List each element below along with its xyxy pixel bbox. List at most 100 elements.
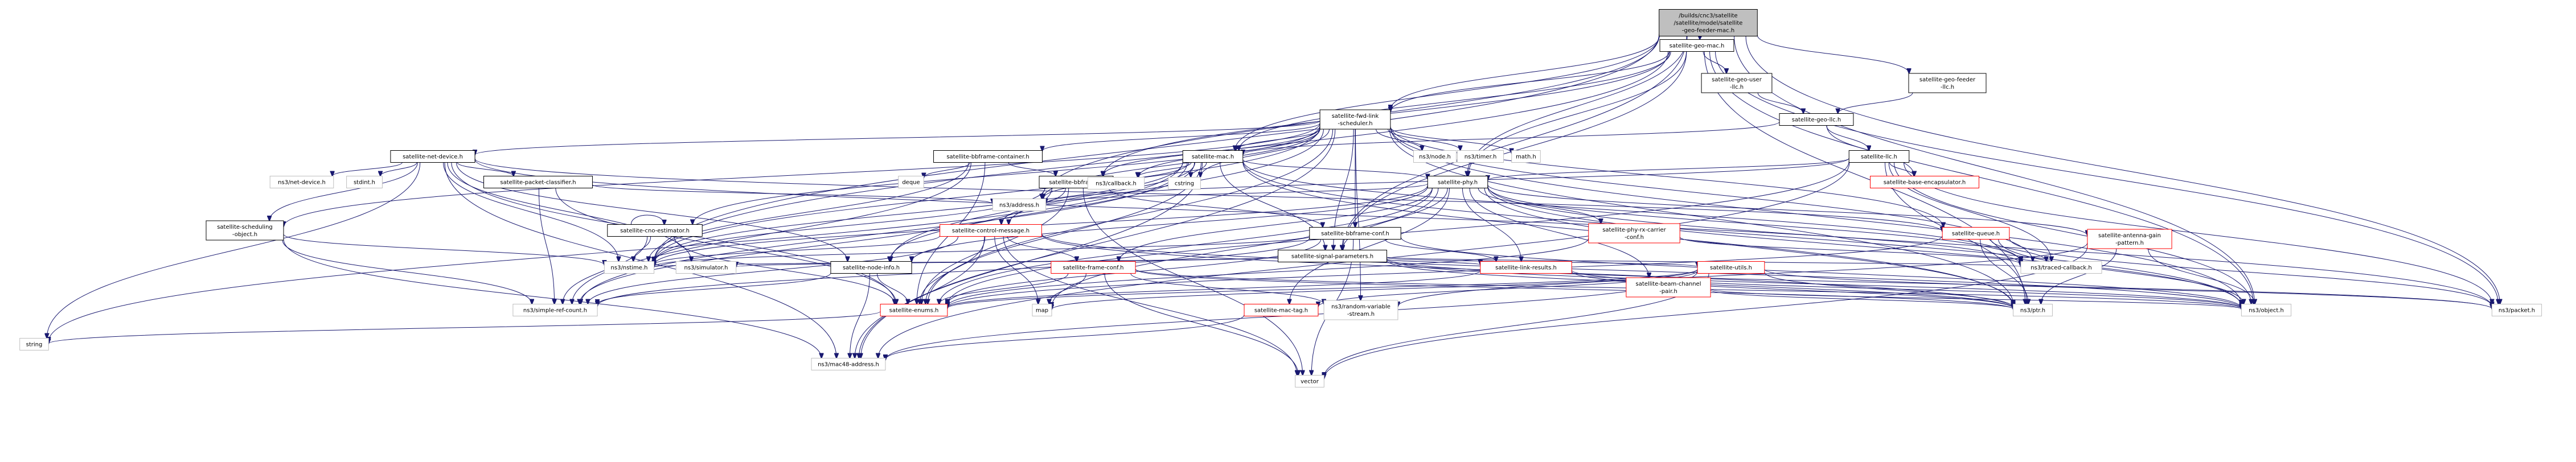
node-label: -scheduler.h — [1338, 121, 1372, 127]
node-fwd[interactable]: satellite-fwd-link-scheduler.h — [1319, 109, 1391, 130]
edge-geollc-to-llc — [1826, 125, 1869, 151]
edge-geouser-to-geollc — [1757, 92, 1803, 114]
edge-ctrlmsg-to-map — [994, 236, 1039, 304]
node-netdev[interactable]: satellite-net-device.h — [390, 150, 475, 163]
node-label: satellite-mac-tag.h — [1254, 308, 1308, 314]
node-nodeinfo[interactable]: satellite-node-info.h — [830, 261, 912, 274]
edge-mac-to-nscallback — [1138, 162, 1192, 178]
node-utils[interactable]: satellite-utils.h — [1697, 261, 1765, 274]
edge-phy-to-enums — [940, 188, 1433, 304]
node-box — [2020, 261, 2102, 274]
node-label: satellite-bbframe-conf.h — [1321, 231, 1389, 237]
node-frameconf[interactable]: satellite-frame-conf.h — [1051, 261, 1136, 274]
node-label: satellite-geo-mac.h — [1670, 43, 1725, 50]
node-sigparams[interactable]: satellite-signal-parameters.h — [1278, 250, 1387, 262]
edge-geofeederllc-to-geollc — [1838, 92, 1913, 114]
node-geomac[interactable]: satellite-geo-mac.h — [1659, 39, 1734, 52]
node-box — [2491, 304, 2542, 316]
node-nstimer[interactable]: ns3/timer.h — [1457, 150, 1504, 163]
node-nsptr[interactable]: ns3/ptr.h — [2013, 304, 2053, 316]
node-nssim[interactable]: ns3/simulator.h — [675, 261, 737, 274]
node-linkres[interactable]: satellite-link-results.h — [1480, 261, 1572, 274]
node-box — [390, 150, 475, 163]
node-nssimpleref[interactable]: ns3/simple-ref-count.h — [512, 304, 598, 316]
edge-pktclass-to-nsaddress — [592, 184, 992, 204]
node-queue[interactable]: satellite-queue.h — [1942, 227, 2010, 240]
edge-ctrlmsg-to-nsnstime — [654, 235, 941, 265]
node-label: satellite-frame-conf.h — [1063, 265, 1124, 271]
node-box — [1848, 150, 1910, 163]
node-phy[interactable]: satellite-phy.h — [1427, 176, 1488, 188]
node-pktclass[interactable]: satellite-packet-classifier.h — [483, 176, 593, 188]
edge-bbcont-to-nsnstime — [649, 162, 969, 262]
node-nsmac48[interactable]: ns3/mac48-address.h — [811, 358, 886, 370]
node-mac[interactable]: satellite-mac.h — [1182, 150, 1244, 163]
edge-mac-to-string — [48, 161, 1183, 342]
edge-fwd-to-cno — [692, 125, 1320, 225]
edge-sigparams-to-nsnstime — [654, 257, 1279, 267]
node-math[interactable]: math.h — [1511, 150, 1541, 163]
node-cno[interactable]: satellite-cno-estimator.h — [607, 224, 703, 237]
node-antenna[interactable]: satellite-antenna-gain-pattern.h — [2087, 229, 2172, 249]
edge-frameconf-to-enums — [939, 273, 1069, 304]
node-label: -geo-feeder-mac.h — [1682, 28, 1734, 34]
node-label: map — [1036, 308, 1048, 314]
node-box — [1701, 73, 1773, 93]
node-nsaddress[interactable]: ns3/address.h — [992, 199, 1047, 211]
node-box — [880, 304, 948, 316]
node-nsrandom[interactable]: ns3/random-variable-stream.h — [1323, 300, 1398, 320]
node-deque[interactable]: deque — [898, 176, 924, 188]
edge-cno-to-enums — [674, 236, 895, 304]
node-llc[interactable]: satellite-llc.h — [1848, 150, 1910, 163]
node-box — [1427, 176, 1488, 188]
node-geofeederllc[interactable]: satellite-geo-feeder-llc.h — [1908, 73, 1987, 93]
edge-beamch-to-nsptr — [1710, 290, 2013, 309]
node-baseenc[interactable]: satellite-base-encapsulator.h — [1870, 176, 1979, 188]
node-label: satellite-geo-user — [1712, 77, 1762, 83]
edge-ctrlmsg-to-frameconf — [1007, 236, 1077, 262]
edge-schedobj-to-nssimpleref — [282, 240, 532, 304]
node-bbconf[interactable]: satellite-bbframe-conf.h — [1309, 227, 1401, 240]
node-nsnode[interactable]: ns3/node.h — [1413, 150, 1457, 163]
node-mactag[interactable]: satellite-mac-tag.h — [1244, 304, 1319, 316]
edge-phy-to-antenna — [1487, 184, 2087, 235]
edge-antenna-to-nsrandom — [1398, 242, 2088, 307]
node-box — [19, 338, 49, 350]
node-enums[interactable]: satellite-enums.h — [880, 304, 948, 316]
node-root[interactable]: /builds/cnc3/satellite/satellite/model/s… — [1659, 9, 1758, 36]
node-map[interactable]: map — [1032, 304, 1052, 316]
node-schedobj[interactable]: satellite-scheduling-object.h — [206, 220, 284, 241]
edge-root-to-nspacket — [1745, 36, 2500, 304]
node-stdint[interactable]: stdint.h — [346, 176, 383, 188]
node-label: /builds/cnc3/satellite — [1679, 13, 1737, 19]
node-box — [1319, 109, 1391, 130]
node-box — [269, 176, 334, 188]
node-nsobject[interactable]: ns3/object.h — [2241, 304, 2292, 316]
node-box — [1051, 261, 1136, 274]
node-nsnetdev[interactable]: ns3/net-device.h — [269, 176, 334, 188]
node-vector[interactable]: vector — [1295, 375, 1324, 387]
node-label: ns3/simple-ref-count.h — [523, 308, 587, 314]
node-bbcont[interactable]: satellite-bbframe-container.h — [933, 150, 1043, 163]
edge-mac-to-nsobject — [1242, 160, 2242, 307]
node-geollc[interactable]: satellite-geo-llc.h — [1779, 113, 1854, 126]
node-nspacket[interactable]: ns3/packet.h — [2491, 304, 2542, 316]
edge-llc-to-baseenc — [1889, 162, 1914, 176]
node-nstraced[interactable]: ns3/traced-callback.h — [2020, 261, 2102, 274]
node-nsnstime[interactable]: ns3/nstime.h — [604, 261, 655, 274]
edge-queue-to-nspacket — [2009, 238, 2492, 306]
node-label: satellite-geo-llc.h — [1792, 117, 1841, 123]
edge-ctrlmsg-to-enums — [920, 236, 986, 304]
node-phyrx[interactable]: satellite-phy-rx-carrier-conf.h — [1588, 223, 1680, 244]
edge-netdev-to-string — [47, 162, 421, 339]
edge-geomac-to-nsobject — [1709, 51, 2254, 304]
node-string[interactable]: string — [19, 338, 49, 350]
edge-fwd-to-math — [1390, 127, 1512, 153]
node-beamch[interactable]: satellite-beam-channel-pair.h — [1626, 277, 1711, 298]
node-box — [933, 150, 1043, 163]
node-cstring[interactable]: cstring — [1168, 177, 1201, 189]
node-ctrlmsg[interactable]: satellite-control-message.h — [940, 224, 1042, 237]
node-geouser[interactable]: satellite-geo-user-llc.h — [1701, 73, 1773, 93]
node-nscallback[interactable]: ns3/callback.h — [1087, 177, 1145, 189]
edge-ctrlmsg-to-nsmac48 — [855, 236, 985, 358]
